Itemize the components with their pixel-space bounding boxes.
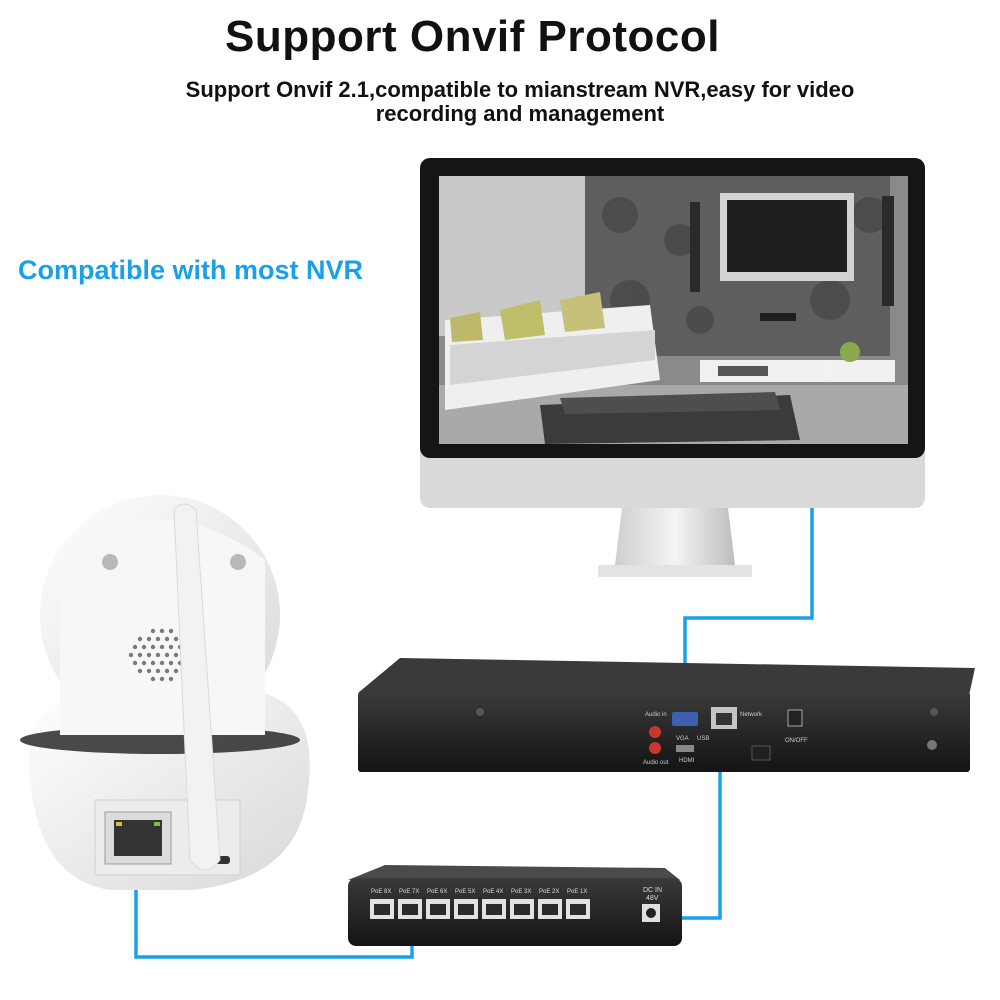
poe-port-label: PoE 2X: [539, 889, 559, 895]
nvr-recorder: Audio in Audio out VGA USB HDMI Network …: [358, 658, 975, 772]
ground-screw: [927, 740, 937, 750]
audio-out-port: [649, 742, 661, 754]
ip-camera: [20, 495, 310, 890]
poe-port-label: PoE 8X: [371, 889, 391, 895]
poe-switch: PoE 8X PoE 7X PoE 6X PoE 5X PoE 4X PoE 3X PoE …: [348, 865, 682, 946]
poe-port-label: PoE 6X: [427, 889, 447, 895]
poe-port-label: PoE 1X: [567, 889, 587, 895]
hdmi-label: HDMI: [679, 758, 695, 764]
monitor-stand: [615, 508, 735, 565]
usb-label: USB: [697, 736, 709, 742]
compatible-nvr-label: Compatible with most NVR: [18, 255, 364, 285]
network-label: Network: [740, 712, 763, 718]
dc-power-port: [751, 745, 771, 761]
living-room-image: [439, 176, 908, 444]
power-switch: [787, 709, 803, 727]
poe-port-label: PoE 7X: [399, 889, 419, 895]
dc-voltage-label: 48V: [646, 895, 659, 902]
monitor-base: [598, 565, 752, 577]
poe-port-label: PoE 5X: [455, 889, 475, 895]
dc-in-label: DC IN: [643, 887, 662, 894]
audio-in-label: Audio in: [645, 712, 667, 718]
monitor: [420, 158, 925, 577]
audio-in-port: [649, 726, 661, 738]
poe-port-label: PoE 4X: [483, 889, 503, 895]
vga-port: [672, 712, 698, 726]
page-subtitle: Support Onvif 2.1,compatible to mianstre…: [185, 77, 855, 126]
vga-label: VGA: [676, 736, 689, 742]
poe-port-label: PoE 3X: [511, 889, 531, 895]
power-switch-label: ON/OFF: [785, 738, 808, 744]
audio-out-label: Audio out: [643, 760, 669, 766]
cable-nvr-to-switch: [680, 722, 722, 920]
page-title: Support Onvif Protocol: [225, 12, 720, 61]
camera-antenna: [173, 503, 221, 871]
hdmi-port: [676, 745, 694, 752]
